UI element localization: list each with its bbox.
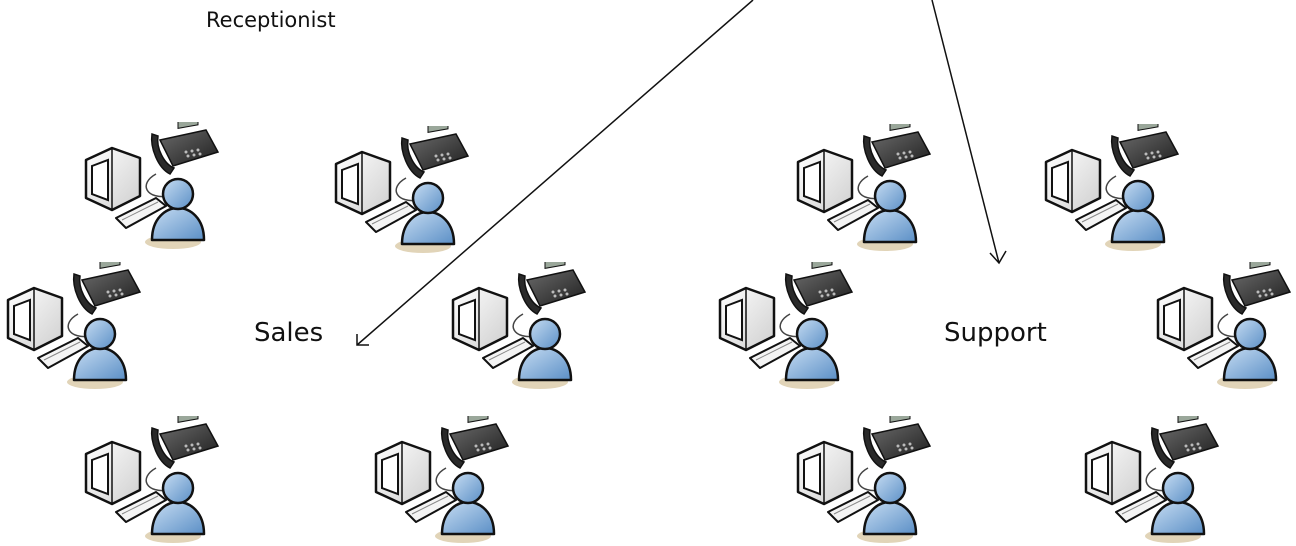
sales-workstation-icon (78, 416, 223, 546)
arrow-head-support-icon (989, 250, 1007, 265)
sales-workstation-icon (328, 126, 473, 256)
arrow-head-sales-icon (356, 334, 369, 346)
support-group-label: Support (944, 318, 1047, 348)
support-workstation-icon (790, 124, 935, 254)
support-workstation-icon (1078, 416, 1223, 546)
support-workstation-icon (1150, 262, 1295, 392)
sales-workstation-icon (78, 122, 223, 252)
sales-workstation-icon (445, 262, 590, 392)
support-workstation-icon (790, 416, 935, 546)
sales-workstation-icon (0, 262, 145, 392)
sales-group-label: Sales (254, 318, 324, 348)
support-workstation-icon (712, 262, 857, 392)
arrow-to-sales (356, 0, 754, 346)
sales-workstation-icon (368, 416, 513, 546)
receptionist-label: Receptionist (206, 8, 336, 32)
support-workstation-icon (1038, 124, 1183, 254)
arrow-to-support (931, 0, 1000, 264)
